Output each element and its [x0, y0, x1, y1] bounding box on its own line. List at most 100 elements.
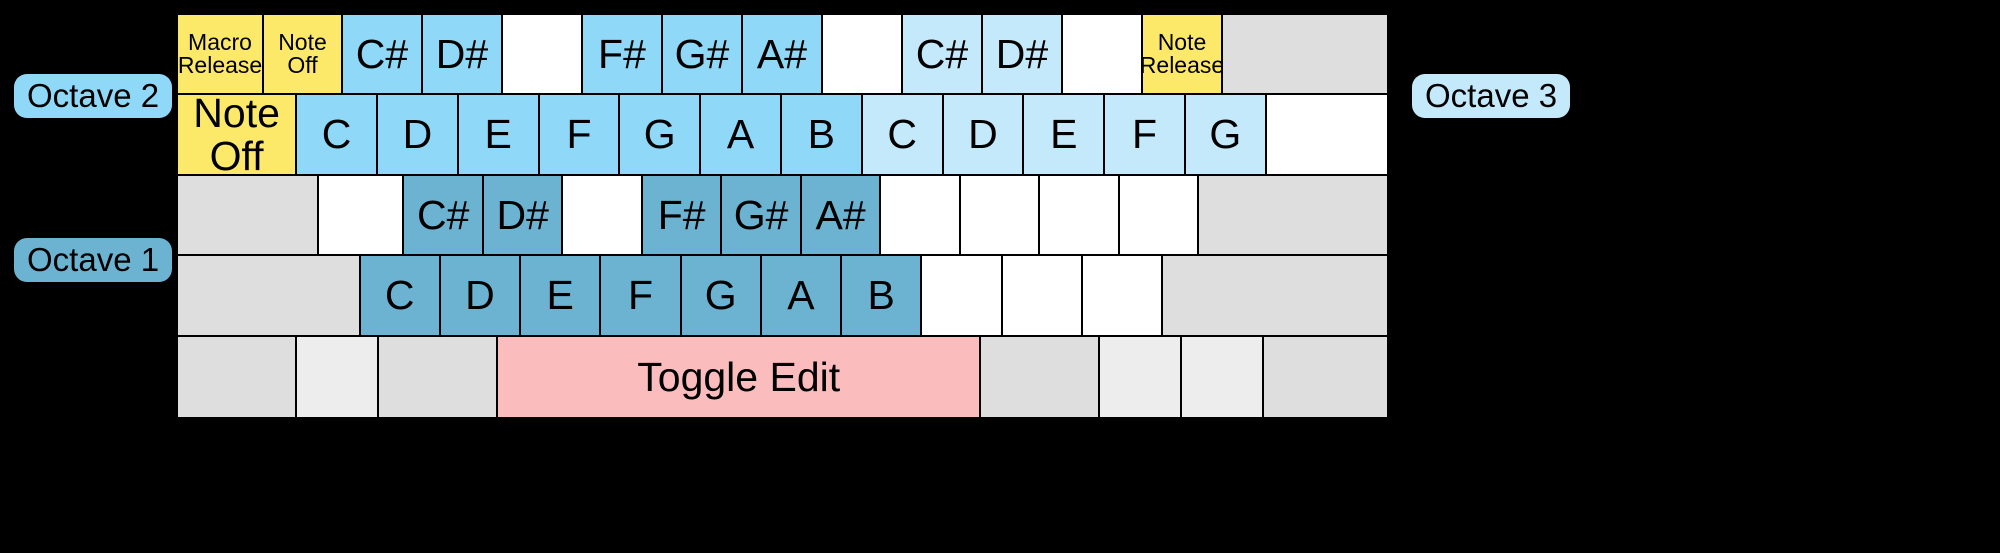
key-blank-2-0 [178, 175, 320, 257]
key-f[interactable]: F [539, 95, 621, 176]
key-label: D [465, 272, 495, 319]
key-fsharp[interactable]: F# [582, 15, 663, 96]
key-g[interactable]: G [620, 95, 702, 176]
key-label: F [566, 111, 592, 158]
key-note-off[interactable]: Note Off [264, 15, 343, 96]
key-blank-4-5 [1100, 336, 1182, 417]
key-csharp[interactable]: C# [404, 175, 484, 257]
key-label: Note Off [193, 95, 280, 176]
key-blank-2-9 [960, 175, 1041, 257]
key-label: F [627, 272, 653, 319]
key-d[interactable]: D [377, 95, 459, 176]
key-csharp[interactable]: C# [342, 15, 423, 96]
key-blank-2-10 [1040, 175, 1120, 257]
key-label: C# [355, 31, 409, 78]
key-label: C [384, 272, 415, 319]
key-label: G# [674, 31, 730, 78]
key-label: A# [815, 191, 866, 238]
key-label: G [643, 111, 676, 158]
key-macro-release[interactable]: Macro Release [178, 15, 264, 96]
key-note-release[interactable]: Note Release [1142, 15, 1223, 96]
key-dsharp[interactable]: D# [483, 175, 564, 257]
key-label: G [704, 272, 737, 319]
key-c[interactable]: C [297, 95, 378, 176]
key-label: E [484, 111, 512, 158]
key-b[interactable]: B [842, 256, 923, 337]
key-csharp[interactable]: C# [902, 15, 983, 96]
key-dsharp[interactable]: D# [422, 15, 503, 96]
key-blank-0-8 [822, 15, 903, 96]
key-label: F# [657, 191, 706, 238]
key-label: D [402, 111, 433, 158]
key-label: Macro Release [178, 28, 263, 79]
keyboard-row-space-row: Toggle Edit [178, 336, 1387, 417]
key-label: E [1050, 111, 1078, 158]
key-label: E [546, 272, 574, 319]
key-gsharp[interactable]: G# [722, 175, 802, 257]
key-label: C# [915, 31, 969, 78]
key-label: G# [733, 191, 789, 238]
key-f[interactable]: F [601, 256, 682, 337]
key-blank-4-1 [297, 336, 379, 417]
key-label: D [968, 111, 998, 158]
key-gsharp[interactable]: G# [662, 15, 743, 96]
key-label: B [807, 111, 836, 158]
key-asharp[interactable]: A# [742, 15, 823, 96]
keyboard-row-number-row: Macro Release Note Off C# D# F# G# A# C# D# Note … [178, 15, 1387, 96]
key-e[interactable]: E [521, 256, 602, 337]
key-label: Note Off [278, 28, 327, 79]
key-label: G [1209, 111, 1242, 158]
key-a[interactable]: A [701, 95, 782, 176]
key-dsharp[interactable]: D# [982, 15, 1063, 96]
key-toggle-edit[interactable]: Toggle Edit [498, 336, 981, 417]
key-label: D# [435, 31, 489, 78]
key-label: F [1132, 111, 1158, 158]
key-label: Toggle Edit [637, 353, 841, 400]
key-blank-4-0 [178, 336, 298, 417]
key-blank-4-6 [1182, 336, 1264, 417]
key-blank-2-8 [881, 175, 961, 257]
key-g[interactable]: G [1185, 95, 1267, 176]
key-blank-1-13 [1266, 95, 1387, 176]
key-label: D# [496, 191, 549, 238]
key-label: Note Release [1142, 28, 1223, 79]
key-blank-4-7 [1263, 336, 1387, 417]
key-label: A [787, 272, 815, 319]
keyboard-row-top-letter-row: Note Off C D E F G A B C D E F G [178, 95, 1387, 176]
key-blank-2-4 [563, 175, 643, 257]
key-c[interactable]: C [360, 256, 441, 337]
key-d[interactable]: D [440, 256, 522, 337]
key-c[interactable]: C [862, 95, 944, 176]
key-blank-3-8 [922, 256, 1003, 337]
key-blank-3-11 [1163, 256, 1387, 337]
key-label: A [726, 111, 755, 158]
key-label: A# [756, 31, 808, 78]
key-note-off[interactable]: Note Off [178, 95, 298, 176]
key-label: C [887, 111, 917, 158]
key-label: F# [598, 31, 646, 78]
octave-1-label: Octave 1 [14, 238, 173, 282]
key-e[interactable]: E [458, 95, 540, 176]
key-fsharp[interactable]: F# [642, 175, 723, 257]
key-b[interactable]: B [781, 95, 863, 176]
key-blank-4-2 [379, 336, 499, 417]
octave-3-label: Octave 3 [1412, 74, 1571, 118]
keyboard-row-home-row: C# D# F# G# A# [178, 175, 1387, 257]
key-a[interactable]: A [761, 256, 843, 337]
key-blank-0-13 [1222, 15, 1387, 96]
key-blank-3-10 [1082, 256, 1164, 337]
key-f[interactable]: F [1105, 95, 1186, 176]
key-g[interactable]: G [681, 256, 762, 337]
key-label: D# [995, 31, 1049, 78]
key-asharp[interactable]: A# [801, 175, 882, 257]
key-e[interactable]: E [1024, 95, 1106, 176]
key-d[interactable]: D [943, 95, 1025, 176]
key-blank-3-0 [178, 256, 361, 337]
key-label: C# [417, 191, 470, 238]
key-blank-4-4 [981, 336, 1101, 417]
key-label: C [321, 111, 352, 158]
key-label: B [867, 272, 895, 319]
